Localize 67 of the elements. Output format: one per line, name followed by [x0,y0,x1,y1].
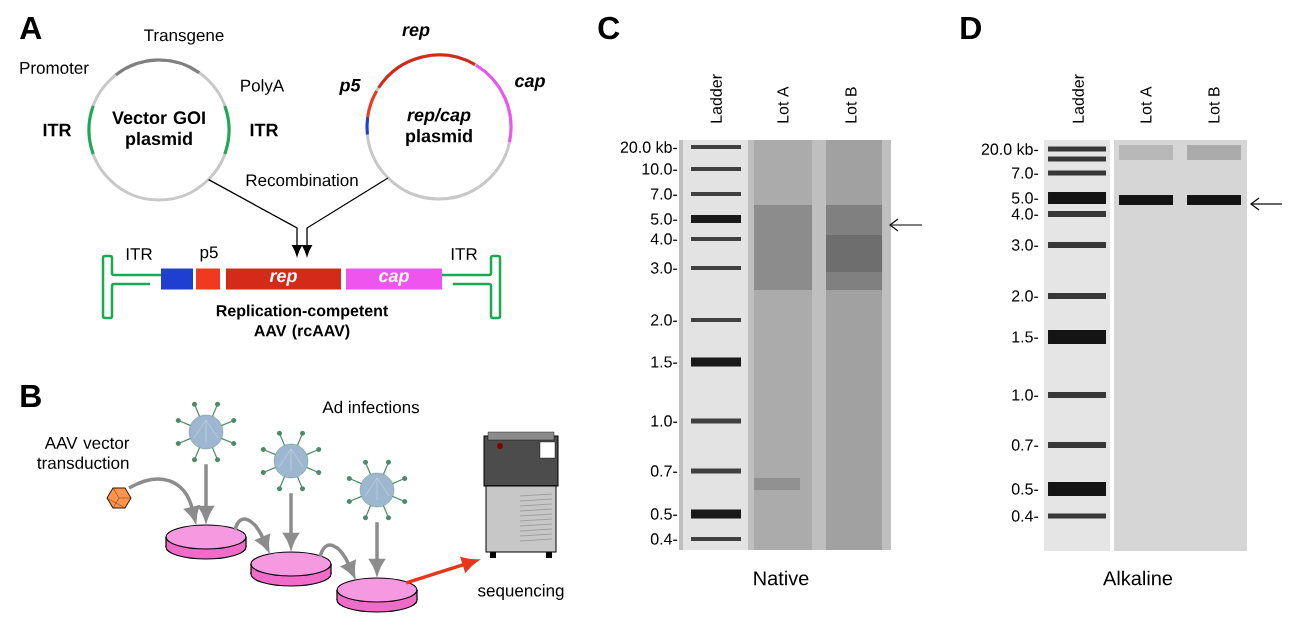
culture-dish [336,577,418,613]
culture-dish [250,551,332,587]
lane-label: Lot A [1140,86,1152,123]
size-marker: 1.0- [1012,389,1039,401]
lane-label: Lot B [1208,87,1220,123]
gel-caption: Native [754,570,809,586]
part-label: ITR [451,248,477,260]
panel-label: A [20,17,42,39]
edge-label: Recombination [244,172,360,188]
size-marker: 20.0 kb- [620,141,678,153]
size-marker: 1.5- [651,356,678,368]
part-label: p5 [339,78,361,96]
particle-icon [106,487,132,509]
gene-box: rep [226,268,341,290]
lane-label: Ladder [710,74,722,123]
size-marker: 7.0- [651,188,678,200]
size-marker: 10.0- [642,163,678,175]
part-label: PolyA [241,79,285,95]
part-label: p5 [200,246,218,262]
part-label: ITR [43,123,72,137]
part-label: Transgene [144,29,224,45]
arrow [198,464,214,521]
part-label: sequencing [478,584,564,600]
panel-label: D [961,17,981,39]
size-marker: 3.0- [650,262,678,274]
part-label: cap [515,77,545,91]
part-label: Promoter [20,62,89,74]
lane-label: Lot B [845,87,857,123]
size-marker: 4.0- [650,233,678,245]
part-label: rep [402,26,430,40]
virus-icon [346,459,408,521]
gel-caption: Alkaline [1103,570,1173,586]
size-marker: 1.0- [651,415,678,427]
size-marker: 0.4- [650,533,678,545]
arrow [208,179,302,257]
panel-label: C [598,16,620,40]
arrow [283,493,299,548]
gene-box: cap [346,268,442,290]
virus-icon [260,430,322,492]
step-label: Ad infections [322,400,420,414]
virus-icon [175,401,237,463]
size-marker: 0.7- [650,465,678,477]
size-marker: 4.0- [1011,208,1039,220]
size-marker: 5.0- [1011,192,1039,204]
size-marker: 2.0- [1012,290,1039,302]
promoter-box [161,268,193,290]
size-marker: 0.7- [1011,439,1039,451]
panel-label: B [21,385,41,407]
size-marker: 1.5- [1012,331,1039,343]
size-marker: 3.0- [1011,239,1039,251]
culture-dish [165,524,247,560]
part-label: ITR [250,123,279,137]
arrow [302,177,389,257]
arrow [369,522,385,574]
lane-label: Lot A [777,86,789,123]
size-marker: 20.0 kb- [981,143,1039,155]
size-marker: 0.5- [650,508,678,520]
size-marker: 0.4- [1011,510,1039,522]
sequencer-drawing [483,431,559,558]
part-label: ITR [126,248,152,260]
lane-label: Ladder [1072,74,1084,123]
size-marker: 0.5- [1011,483,1039,495]
size-marker: 5.0- [650,213,678,225]
size-marker: 2.0- [651,314,678,326]
promoter-box [196,268,220,290]
size-marker: 7.0- [1012,167,1039,179]
part-label: AAV vector transduction [37,437,130,469]
